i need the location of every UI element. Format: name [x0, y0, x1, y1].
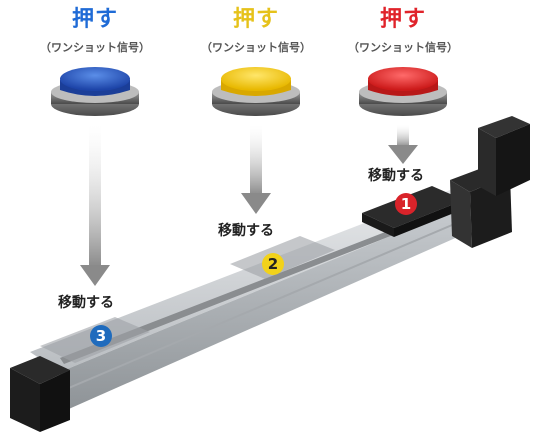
push-subtitle-blue: （ワンショット信号）	[40, 41, 150, 54]
push-title-yellow: 押す	[232, 7, 279, 32]
blue-push-button	[51, 67, 139, 116]
linear-actuator	[10, 116, 530, 432]
push-subtitle-yellow: （ワンショット信号）	[201, 41, 311, 54]
step-badge-1: 1	[395, 193, 417, 215]
red-push-button	[359, 67, 447, 116]
move-label-3: 移動する	[58, 295, 114, 311]
step-badge-3: 3	[90, 325, 112, 347]
arrow-blue-to-pos3	[80, 125, 110, 286]
step-badge-2: 2	[262, 253, 284, 275]
push-title-red: 押す	[379, 7, 426, 32]
yellow-push-button	[212, 67, 300, 116]
push-title-blue: 押す	[71, 7, 118, 32]
push-subtitle-red: （ワンショット信号）	[348, 41, 458, 54]
arrow-red-to-pos1	[388, 125, 418, 164]
arrow-yellow-to-pos2	[241, 125, 271, 214]
move-label-1: 移動する	[368, 168, 424, 184]
move-label-2: 移動する	[218, 223, 274, 239]
